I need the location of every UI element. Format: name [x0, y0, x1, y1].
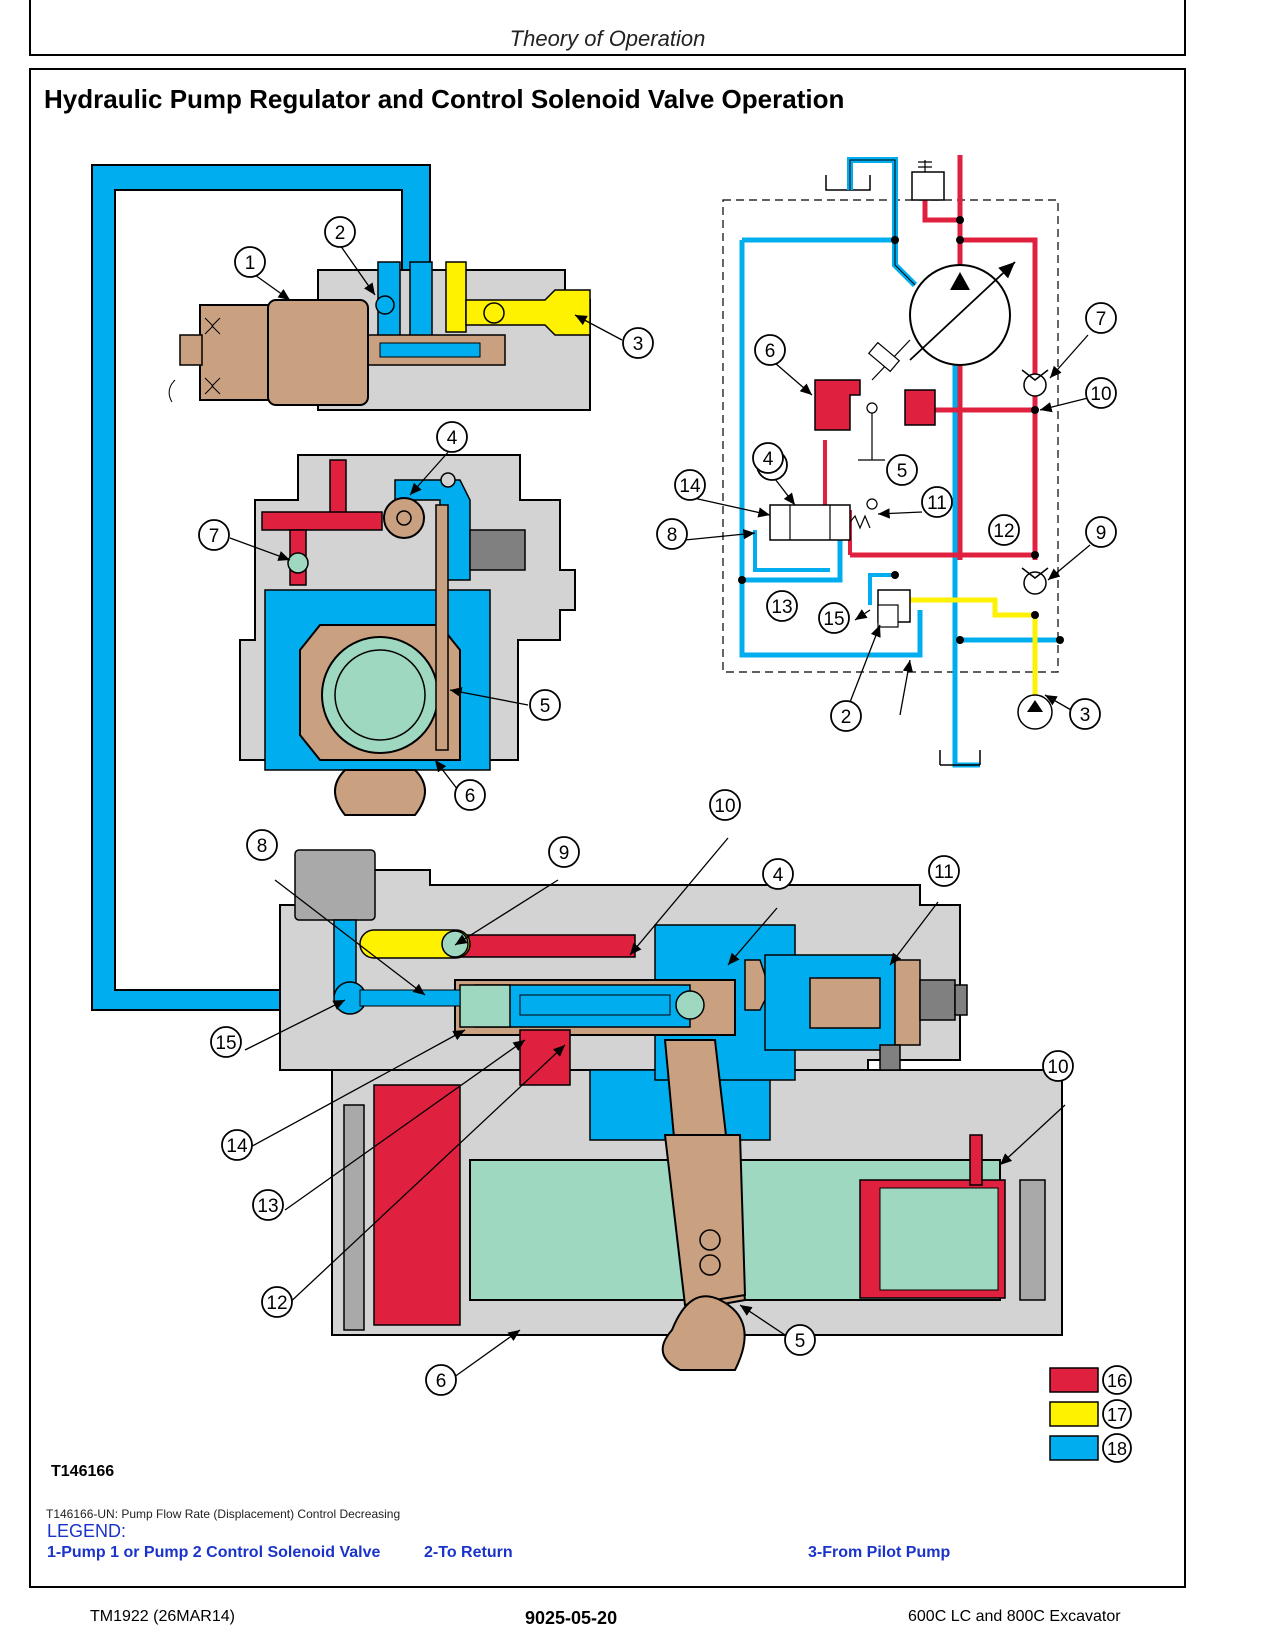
color-key-number: 16 — [1107, 1371, 1127, 1391]
solenoid-valve-assembly — [168, 261, 591, 411]
callout-circle — [454, 779, 486, 811]
legend-title: LEGEND: — [47, 1521, 127, 1541]
legend-item-2: 2-To Return — [424, 1544, 513, 1561]
callout-circle — [198, 519, 230, 551]
callout-circle — [261, 1286, 293, 1318]
content-frame — [29, 68, 1186, 1588]
callout-number: 9 — [559, 843, 570, 864]
callout-number: 14 — [226, 1136, 248, 1157]
callout-number: 5 — [795, 1331, 806, 1352]
callout-number: 5 — [897, 461, 908, 482]
color-key-legend: 16 17 18 — [1049, 1365, 1132, 1463]
callout-circle — [754, 334, 786, 366]
callout-number: 7 — [1096, 309, 1107, 330]
regulator-servo-section — [279, 849, 1063, 1371]
callout-number: 4 — [773, 865, 784, 886]
callout-circle — [1069, 698, 1101, 730]
callout-number: 4 — [763, 449, 774, 470]
callout-circle — [921, 486, 953, 518]
callout-circle — [818, 602, 850, 634]
callout-number: 10 — [714, 796, 735, 817]
callout-circle — [1085, 377, 1117, 409]
callout-circle — [674, 469, 706, 501]
callout-number: 2 — [335, 223, 346, 244]
header-title: Theory of Operation — [509, 26, 706, 51]
callout-number: 11 — [934, 862, 954, 883]
callout-circle — [436, 421, 468, 453]
callout-circle — [234, 246, 266, 278]
callout-number: 11 — [927, 493, 947, 514]
callout-circle — [1085, 516, 1117, 548]
color-key-number: 17 — [1107, 1405, 1127, 1425]
callout-number: 12 — [266, 1293, 287, 1314]
callout-circle — [752, 442, 784, 474]
callout-number: 9 — [1096, 523, 1107, 544]
callout-circle — [784, 1324, 816, 1356]
callout-number: 1 — [245, 253, 256, 274]
callout-circle — [221, 1129, 253, 1161]
callout-circle — [622, 327, 654, 359]
callout-number: 6 — [765, 341, 776, 362]
callout-number: 2 — [841, 707, 852, 728]
callout-number: 12 — [993, 521, 1014, 542]
callout-number: 13 — [257, 1196, 278, 1217]
footer-doc-id: TM1922 (26MAR14) — [90, 1608, 235, 1625]
color-key-circle — [1102, 1399, 1132, 1429]
callout-circle — [830, 700, 862, 732]
callout-number: 4 — [447, 428, 458, 449]
callout-circle — [324, 216, 356, 248]
color-key-swatch — [1049, 1435, 1099, 1461]
callout-number: 15 — [823, 609, 844, 630]
color-key-circle — [1102, 1365, 1132, 1395]
color-key-swatch — [1049, 1401, 1099, 1427]
callout-number: 8 — [667, 525, 678, 546]
callout-group: 1234567123456789101112131415456891010111… — [198, 216, 1117, 1396]
callout-circle — [766, 590, 798, 622]
callout-circle — [548, 836, 580, 868]
callout-number: 6 — [465, 786, 476, 807]
callout-circle — [762, 858, 794, 890]
callout-number: 8 — [257, 836, 268, 857]
return-line-loop — [91, 164, 431, 1011]
figure-caption: T146166-UN: Pump Flow Rate (Displacement… — [46, 1507, 401, 1521]
callout-number: 3 — [1080, 705, 1091, 726]
callout-number: 3 — [633, 334, 644, 355]
section-title: Hydraulic Pump Regulator and Control Sol… — [44, 84, 845, 114]
callout-circle — [425, 1364, 457, 1396]
callout-number: 14 — [679, 476, 701, 497]
legend-item-1: 1-Pump 1 or Pump 2 Control Solenoid Valv… — [47, 1544, 381, 1561]
callout-circle — [988, 514, 1020, 546]
callout-circle — [656, 518, 688, 550]
callout-circle — [928, 855, 960, 887]
callout-number: 5 — [540, 696, 551, 717]
callout-circle — [246, 829, 278, 861]
callout-number: 10 — [1090, 384, 1111, 405]
callout-number: 6 — [436, 1371, 447, 1392]
footer-model: 600C LC and 800C Excavator — [908, 1608, 1121, 1625]
callout-circle — [709, 789, 741, 821]
figure-id: T146166 — [51, 1463, 115, 1480]
callout-number: 13 — [771, 597, 792, 618]
callout-circle — [1042, 1050, 1074, 1082]
regulator-cross-section — [239, 454, 576, 816]
color-key-swatch — [1049, 1367, 1099, 1393]
callout-number: 7 — [209, 526, 220, 547]
callout-circle — [886, 454, 918, 486]
page-header: Theory of Operation — [29, 0, 1186, 56]
callout-number: 15 — [215, 1033, 236, 1054]
callout-circle — [1085, 302, 1117, 334]
color-key-circle — [1102, 1433, 1132, 1463]
footer-page-number: 9025-05-20 — [525, 1608, 618, 1628]
callout-circle — [210, 1026, 242, 1058]
callout-circle — [529, 689, 561, 721]
callout-circle — [252, 1189, 284, 1221]
hydraulic-schematic — [722, 155, 1064, 768]
color-key-number: 18 — [1107, 1439, 1127, 1459]
callout-number: 10 — [1047, 1057, 1068, 1078]
legend-item-3: 3-From Pilot Pump — [808, 1544, 951, 1561]
